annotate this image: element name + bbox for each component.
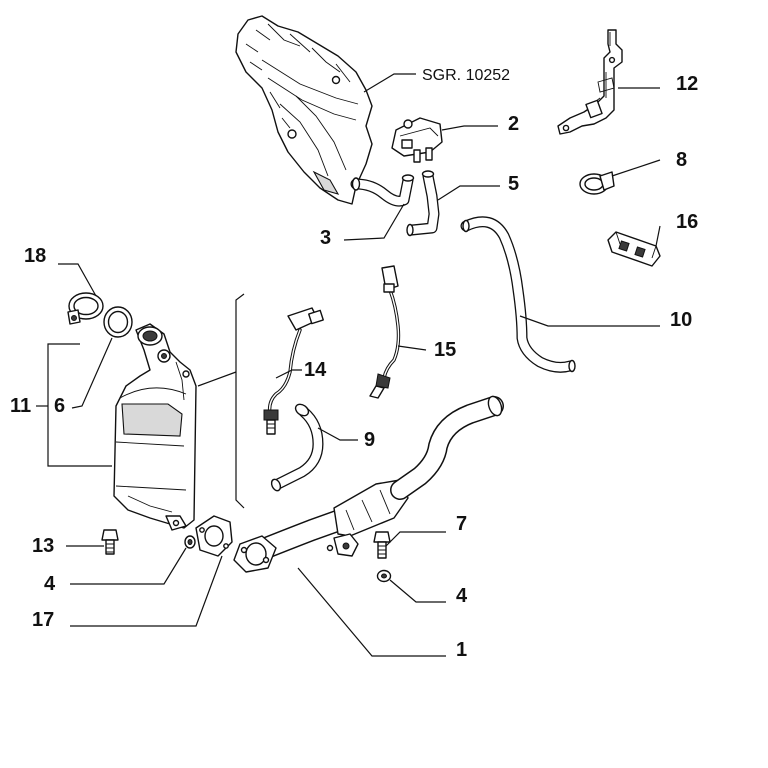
part-12-bracket (557, 29, 623, 135)
callout-15: 15 (434, 339, 456, 361)
callout-17: 17 (32, 609, 54, 631)
part-3-hose (350, 174, 415, 207)
part-18-clamp (67, 292, 104, 325)
callout-1: 1 (456, 639, 467, 661)
leader-lines (36, 73, 661, 657)
part-4-nut-right (376, 569, 392, 583)
callout-14: 14 (304, 359, 327, 381)
part-17-gasket (195, 515, 233, 557)
callout-18: 18 (24, 245, 46, 267)
part-15-lambda-sensor (369, 265, 401, 399)
callout-9: 9 (364, 429, 375, 451)
callout-8: 8 (676, 149, 687, 171)
part-13-bolt (101, 529, 119, 555)
part-4-nut-left (184, 535, 196, 549)
part-11-catalytic-converter (113, 323, 197, 531)
part-14-lambda-sensor (263, 307, 324, 435)
part-1-exhaust-pipe (233, 395, 504, 573)
callout-5: 5 (508, 173, 519, 195)
group-bracket (197, 293, 245, 509)
callout-6: 6 (54, 395, 65, 417)
callout-12: 12 (676, 73, 698, 95)
callout-11: 11 (10, 395, 31, 417)
callout-3: 3 (320, 227, 331, 249)
callout-16: 16 (676, 211, 698, 233)
part-16-mount (607, 231, 661, 267)
callout-4-right: 4 (456, 585, 468, 607)
part-10-pipe (460, 216, 576, 373)
callout-13: 13 (32, 535, 54, 557)
reference-label: SGR. 10252 (422, 67, 510, 84)
callout-7: 7 (456, 513, 467, 535)
reference-label-group: SGR. 10252 (422, 67, 510, 84)
callout-4-left: 4 (44, 573, 56, 595)
part-8-clamp (579, 171, 615, 195)
callout-labels: 2 3 5 12 8 16 10 18 11 6 14 15 9 13 4 17… (10, 73, 698, 661)
part-5-hose (406, 170, 440, 237)
callout-2: 2 (508, 113, 519, 135)
part-6-gasket (103, 306, 133, 338)
part-9-pipe (270, 403, 324, 492)
callout-10: 10 (670, 309, 692, 331)
heat-shield (235, 15, 373, 205)
part-2-sensor (391, 117, 443, 163)
